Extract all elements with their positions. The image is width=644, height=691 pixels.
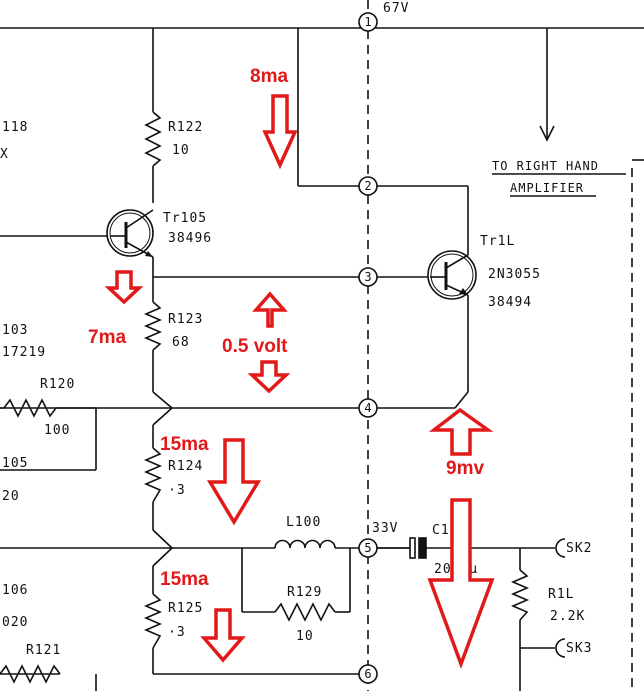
tr1l-ref: Tr1L bbox=[480, 234, 515, 249]
side-label-106: 106 bbox=[2, 583, 28, 598]
r129-ref: R129 bbox=[287, 585, 322, 600]
side-label-17219: 17219 bbox=[2, 345, 46, 360]
r125-ref: R125 bbox=[168, 601, 203, 616]
side-label-103: 103 bbox=[2, 323, 28, 338]
annotation-15ma-a: 15ma bbox=[160, 434, 209, 455]
node-4: 4 bbox=[358, 398, 378, 418]
r121-ref: R121 bbox=[26, 643, 61, 658]
resistor-r1l-symbol bbox=[510, 569, 530, 621]
current-arrow-8ma bbox=[262, 94, 298, 170]
annotation-0-5-volt: 0.5 volt bbox=[222, 336, 288, 357]
right-note-line1: TO RIGHT HAND bbox=[492, 159, 599, 173]
annotation-7ma: 7ma bbox=[88, 327, 126, 348]
svg-text:3: 3 bbox=[364, 270, 371, 284]
svg-text:6: 6 bbox=[364, 667, 371, 681]
node-1: 1 bbox=[358, 12, 378, 32]
transistor-tr105-symbol bbox=[106, 209, 154, 258]
current-arrow-15ma-a bbox=[206, 438, 262, 526]
tr1l-type: 2N3055 bbox=[488, 267, 541, 282]
r124-ref: R124 bbox=[168, 459, 203, 474]
r1l-value: 2.2K bbox=[550, 609, 585, 624]
side-label-105: 105 bbox=[2, 456, 28, 471]
annotation-8ma: 8ma bbox=[250, 66, 288, 87]
resistor-r122-symbol bbox=[144, 111, 162, 167]
r123-value: 68 bbox=[172, 335, 190, 350]
sk3-label: SK3 bbox=[566, 641, 592, 656]
node-5: 5 bbox=[358, 538, 378, 558]
current-arrow-15ma-b bbox=[200, 608, 246, 663]
resistor-r121-symbol bbox=[0, 664, 61, 684]
svg-text:5: 5 bbox=[364, 541, 371, 555]
tr1l-part: 38494 bbox=[488, 295, 532, 310]
r1l-ref: R1L bbox=[548, 587, 574, 602]
resistor-r120-symbol bbox=[0, 398, 96, 418]
svg-text:2: 2 bbox=[364, 179, 371, 193]
transistor-tr1l-symbol bbox=[427, 250, 477, 300]
c1l-voltage: 33V bbox=[372, 521, 398, 536]
svg-text:1: 1 bbox=[364, 15, 371, 29]
r129-value: 10 bbox=[296, 629, 314, 644]
large-down-arrow bbox=[427, 498, 495, 670]
tr105-part: 38496 bbox=[168, 231, 212, 246]
voltage-arrow-down bbox=[247, 360, 291, 394]
inductor-l100-symbol bbox=[274, 539, 336, 549]
r125-value: ·3 bbox=[168, 625, 186, 640]
socket-sk3-symbol bbox=[555, 638, 566, 658]
r123-ref: R123 bbox=[168, 312, 203, 327]
resistor-r123-symbol bbox=[143, 301, 163, 351]
voltage-arrow-9mv bbox=[428, 407, 494, 456]
capacitor-c1l-symbol bbox=[409, 537, 427, 559]
node-2: 2 bbox=[358, 176, 378, 196]
node-6: 6 bbox=[358, 664, 378, 684]
resistor-r125-symbol bbox=[143, 593, 163, 649]
r120-value: 100 bbox=[44, 423, 70, 438]
tr105-ref: Tr105 bbox=[163, 211, 207, 226]
annotation-15ma-b: 15ma bbox=[160, 569, 209, 590]
svg-text:4: 4 bbox=[364, 401, 371, 415]
node-3: 3 bbox=[358, 267, 378, 287]
side-label-118: 118 bbox=[2, 120, 28, 135]
side-label-020: 020 bbox=[2, 615, 28, 630]
side-label-x: X bbox=[0, 147, 9, 162]
right-note-line2: AMPLIFIER bbox=[510, 181, 584, 195]
annotation-9mv: 9mv bbox=[446, 458, 484, 479]
r124-value: ·3 bbox=[168, 483, 186, 498]
resistor-r129-symbol bbox=[274, 602, 336, 622]
l100-ref: L100 bbox=[286, 515, 321, 530]
r120-ref: R120 bbox=[40, 377, 75, 392]
r122-value: 10 bbox=[172, 143, 190, 158]
resistor-r124-symbol bbox=[143, 447, 163, 503]
supply-voltage-label: 67V bbox=[383, 1, 409, 16]
socket-sk2-symbol bbox=[555, 538, 566, 558]
side-label-20: 20 bbox=[2, 489, 20, 504]
sk2-label: SK2 bbox=[566, 541, 592, 556]
current-arrow-7ma bbox=[104, 270, 144, 305]
voltage-arrow-up bbox=[252, 291, 288, 328]
r122-ref: R122 bbox=[168, 120, 203, 135]
